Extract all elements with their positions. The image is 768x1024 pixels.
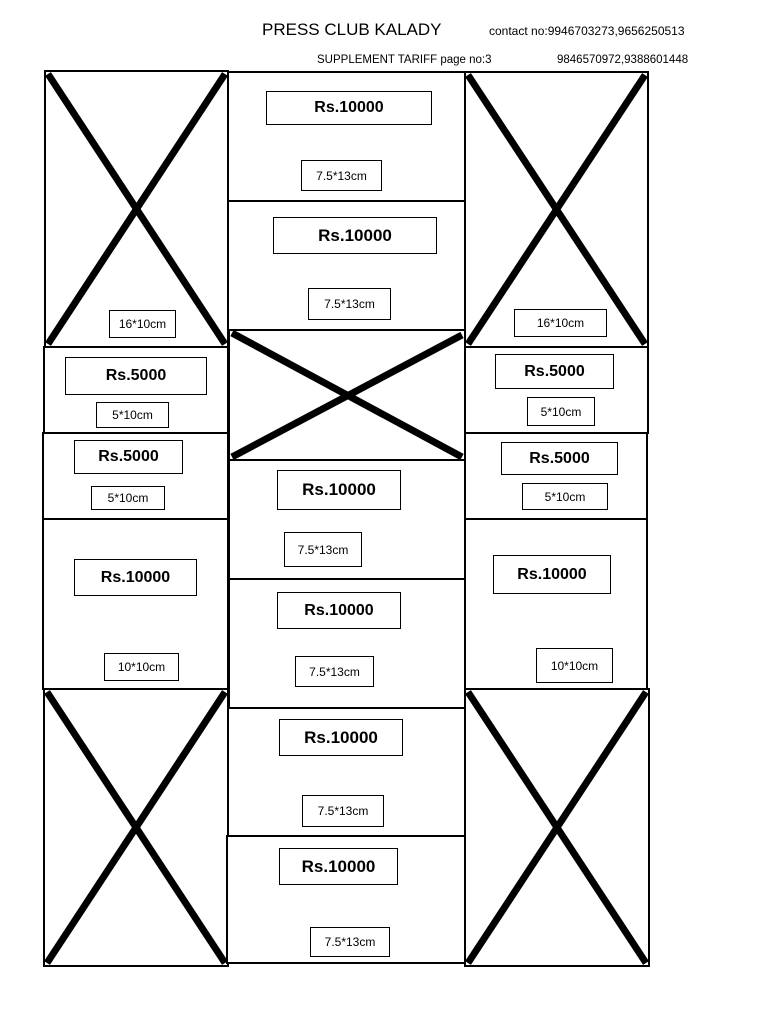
- cross-mark-icon: [230, 329, 464, 461]
- center-slot-6-price: Rs.10000: [279, 719, 403, 756]
- right-slot-1-size: 16*10cm: [514, 309, 607, 337]
- center-slot-6: Rs.10000 7.5*13cm: [227, 707, 466, 837]
- right-slot-5-unavailable: [464, 688, 650, 967]
- right-slot-4: Rs.10000 10*10cm: [464, 518, 648, 690]
- center-slot-7-size: 7.5*13cm: [310, 927, 390, 957]
- left-slot-2-price: Rs.5000: [65, 357, 207, 395]
- center-slot-2: Rs.10000 7.5*13cm: [227, 200, 466, 331]
- contact-numbers-secondary: 9846570972,9388601448: [557, 54, 689, 66]
- center-slot-1: Rs.10000 7.5*13cm: [227, 71, 466, 202]
- center-slot-1-price: Rs.10000: [266, 91, 432, 125]
- left-slot-1-size: 16*10cm: [109, 310, 176, 338]
- cross-mark-icon: [465, 73, 648, 346]
- right-slot-3-price: Rs.5000: [501, 442, 618, 475]
- left-slot-2-size: 5*10cm: [96, 402, 169, 428]
- right-slot-4-size: 10*10cm: [536, 648, 613, 683]
- right-slot-3: Rs.5000 5*10cm: [464, 432, 648, 520]
- center-slot-4-price: Rs.10000: [277, 470, 401, 510]
- right-slot-4-price: Rs.10000: [493, 555, 611, 594]
- left-slot-5-unavailable: [43, 688, 229, 967]
- left-slot-1-unavailable: 16*10cm: [44, 70, 229, 348]
- center-slot-5: Rs.10000 7.5*13cm: [228, 578, 466, 709]
- left-slot-2: Rs.5000 5*10cm: [43, 346, 229, 434]
- left-slot-3-size: 5*10cm: [91, 486, 165, 510]
- left-slot-4-price: Rs.10000: [74, 559, 197, 596]
- center-slot-2-price: Rs.10000: [273, 217, 437, 254]
- left-slot-3: Rs.5000 5*10cm: [42, 432, 229, 520]
- right-slot-2-size: 5*10cm: [527, 397, 595, 426]
- center-slot-6-size: 7.5*13cm: [302, 795, 384, 827]
- contact-numbers: contact no:9946703273,9656250513: [489, 24, 685, 38]
- page-subtitle: SUPPLEMENT TARIFF page no:3: [317, 54, 492, 66]
- cross-mark-icon: [45, 72, 228, 346]
- center-slot-5-price: Rs.10000: [277, 592, 401, 629]
- center-slot-7: Rs.10000 7.5*13cm: [226, 835, 466, 964]
- center-slot-1-size: 7.5*13cm: [301, 160, 382, 191]
- right-slot-1-unavailable: 16*10cm: [464, 71, 649, 348]
- page-title: PRESS CLUB KALADY: [262, 20, 442, 39]
- left-slot-3-price: Rs.5000: [74, 440, 183, 474]
- center-slot-4: Rs.10000 7.5*13cm: [228, 459, 466, 580]
- cross-mark-icon: [465, 690, 649, 965]
- left-slot-4: Rs.10000 10*10cm: [42, 518, 229, 690]
- right-slot-2-price: Rs.5000: [495, 354, 614, 389]
- right-slot-2: Rs.5000 5*10cm: [464, 346, 649, 434]
- center-slot-7-price: Rs.10000: [279, 848, 398, 885]
- center-slot-5-size: 7.5*13cm: [295, 656, 374, 687]
- center-slot-2-size: 7.5*13cm: [308, 288, 391, 320]
- cross-mark-icon: [44, 690, 228, 965]
- left-slot-4-size: 10*10cm: [104, 653, 179, 681]
- center-slot-3-unavailable: [228, 329, 466, 461]
- right-slot-3-size: 5*10cm: [522, 483, 608, 510]
- center-slot-4-size: 7.5*13cm: [284, 532, 362, 567]
